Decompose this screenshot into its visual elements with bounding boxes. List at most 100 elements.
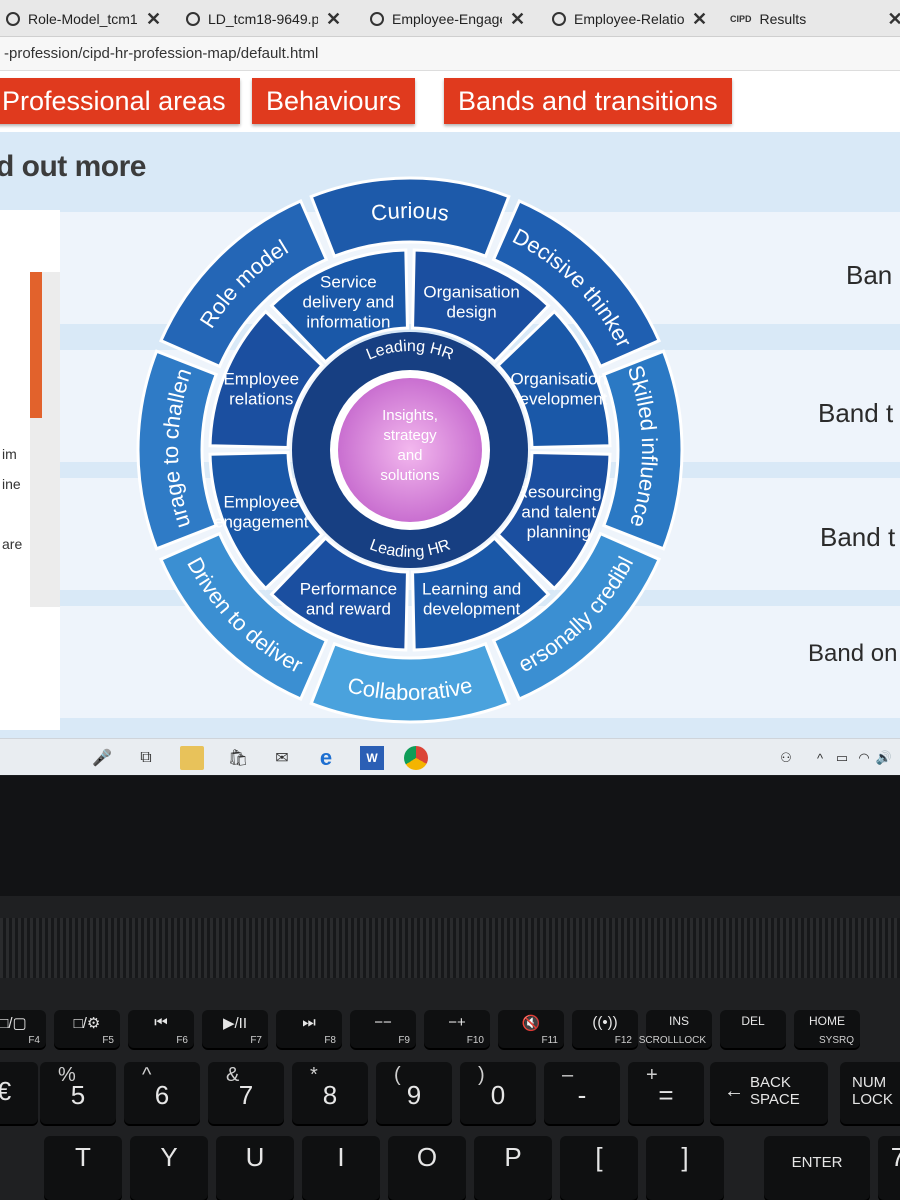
number-key[interactable]: 9( xyxy=(376,1062,452,1124)
euro-key[interactable]: € xyxy=(0,1062,38,1124)
tab-employee-relations[interactable]: Employee-Relation ✕ xyxy=(552,4,707,34)
professional-area-segment[interactable] xyxy=(269,248,409,365)
professional-area-segment[interactable] xyxy=(495,309,612,449)
close-icon[interactable]: ✕ xyxy=(887,8,900,29)
professional-area-segment[interactable] xyxy=(495,451,612,591)
volume-icon[interactable]: 🔊 xyxy=(875,750,893,765)
enter-key[interactable]: ENTER xyxy=(764,1136,870,1200)
letter-key[interactable]: Y xyxy=(130,1136,208,1200)
professional-area-segment[interactable] xyxy=(208,309,325,449)
word-icon[interactable]: W xyxy=(360,746,384,770)
number-key[interactable]: 5% xyxy=(40,1062,116,1124)
function-key[interactable]: 🔇F11 xyxy=(498,1010,564,1048)
key-label: I xyxy=(337,1142,345,1172)
nav-row: Professional areas Behaviours Bands and … xyxy=(0,72,900,142)
band-label: Band t xyxy=(818,398,894,428)
behaviour-segment[interactable] xyxy=(491,198,662,369)
function-key[interactable]: ⏮F6 xyxy=(128,1010,194,1048)
number-key[interactable]: 8* xyxy=(292,1062,368,1124)
function-key[interactable]: DEL xyxy=(720,1010,786,1048)
task-view-icon[interactable]: ⧉ xyxy=(140,749,152,766)
function-key[interactable]: −−F9 xyxy=(350,1010,416,1048)
number-key[interactable]: 6^ xyxy=(124,1062,200,1124)
behaviour-segment[interactable] xyxy=(158,531,329,702)
people-icon[interactable]: ⚇ xyxy=(780,750,792,765)
chevron-up-icon[interactable]: ^ xyxy=(816,750,824,766)
numpad-key[interactable]: 7 xyxy=(878,1136,900,1200)
side-text: ine xyxy=(2,476,21,492)
store-icon[interactable]: 🛍 xyxy=(227,750,249,767)
wifi-icon[interactable]: ◠ xyxy=(858,750,870,765)
address-bar[interactable]: -profession/cipd-hr-profession-map/defau… xyxy=(0,37,900,71)
tab-results[interactable]: CIPD Results ✕ xyxy=(730,4,900,34)
close-icon[interactable]: ✕ xyxy=(146,8,162,29)
globe-icon xyxy=(552,12,566,26)
professional-area-segment[interactable] xyxy=(411,248,551,365)
browser-tab-bar: Role-Model_tcm1£ ✕ LD_tcm18-9649.pc ✕ Em… xyxy=(0,0,900,37)
close-icon[interactable]: ✕ xyxy=(692,8,708,29)
behaviour-segment[interactable] xyxy=(136,349,219,551)
mail-icon[interactable]: ✉ xyxy=(275,750,289,767)
tab-label: Role-Model_tcm1£ xyxy=(28,11,138,27)
microphone-icon[interactable]: 🎤 xyxy=(92,750,112,767)
letter-key[interactable]: ] xyxy=(646,1136,724,1200)
behaviour-segment[interactable] xyxy=(309,641,511,724)
behaviour-segment[interactable] xyxy=(491,531,662,702)
band-label: Ban xyxy=(846,260,893,290)
speaker-grille xyxy=(0,918,900,978)
function-key[interactable]: ((•))F12 xyxy=(572,1010,638,1048)
key-label: O xyxy=(416,1142,438,1172)
globe-icon xyxy=(370,12,384,26)
close-icon[interactable]: ✕ xyxy=(326,8,342,29)
key-label: [ xyxy=(595,1142,603,1172)
behaviour-segment[interactable] xyxy=(309,176,511,259)
function-key[interactable]: □/▢F4 xyxy=(0,1010,46,1048)
professional-area-segment[interactable] xyxy=(208,451,325,591)
number-key[interactable]: -– xyxy=(544,1062,620,1124)
professional-area-segment[interactable] xyxy=(411,535,551,652)
function-key[interactable]: □/⚙F5 xyxy=(54,1010,120,1048)
number-key[interactable]: 7& xyxy=(208,1062,284,1124)
letter-key[interactable]: [ xyxy=(560,1136,638,1200)
chrome-icon[interactable] xyxy=(404,746,428,770)
key-sublabel: F10 xyxy=(466,1035,484,1046)
function-key[interactable]: −+F10 xyxy=(424,1010,490,1048)
key-label: INS xyxy=(668,1014,689,1028)
professional-area-segment[interactable] xyxy=(269,535,409,652)
function-key[interactable]: ⏭F8 xyxy=(276,1010,342,1048)
number-key[interactable]: =+ xyxy=(628,1062,704,1124)
behaviour-segment[interactable] xyxy=(158,198,329,369)
battery-icon[interactable]: ▭ xyxy=(835,750,849,765)
behaviour-segment[interactable] xyxy=(601,349,684,551)
file-explorer-icon[interactable] xyxy=(180,746,204,770)
number-key[interactable]: 0) xyxy=(460,1062,536,1124)
letter-key[interactable]: I xyxy=(302,1136,380,1200)
letter-key[interactable]: T xyxy=(44,1136,122,1200)
edge-icon[interactable]: e xyxy=(319,745,333,770)
letter-key[interactable]: U xyxy=(216,1136,294,1200)
tab-employee-engagement[interactable]: Employee-Engage ✕ xyxy=(370,4,525,34)
behaviours-button[interactable]: Behaviours xyxy=(252,78,416,124)
close-icon[interactable]: ✕ xyxy=(510,8,526,29)
letter-key[interactable]: P xyxy=(474,1136,552,1200)
tab-ld[interactable]: LD_tcm18-9649.pc ✕ xyxy=(186,4,341,34)
tab-role-model[interactable]: Role-Model_tcm1£ ✕ xyxy=(6,4,161,34)
professional-areas-button[interactable]: Professional areas xyxy=(0,78,240,124)
key-label: P xyxy=(504,1142,522,1172)
key-sublabel: + xyxy=(646,1064,658,1086)
key-sublabel: F5 xyxy=(102,1035,114,1046)
globe-icon xyxy=(6,12,20,26)
center-circle[interactable] xyxy=(338,378,482,522)
bands-and-transitions-button[interactable]: Bands and transitions xyxy=(444,78,732,124)
behaviour-label: Curious xyxy=(370,198,451,226)
letter-key[interactable]: O xyxy=(388,1136,466,1200)
key-label: HOME xyxy=(809,1014,845,1028)
band-label: Band t xyxy=(820,522,896,552)
